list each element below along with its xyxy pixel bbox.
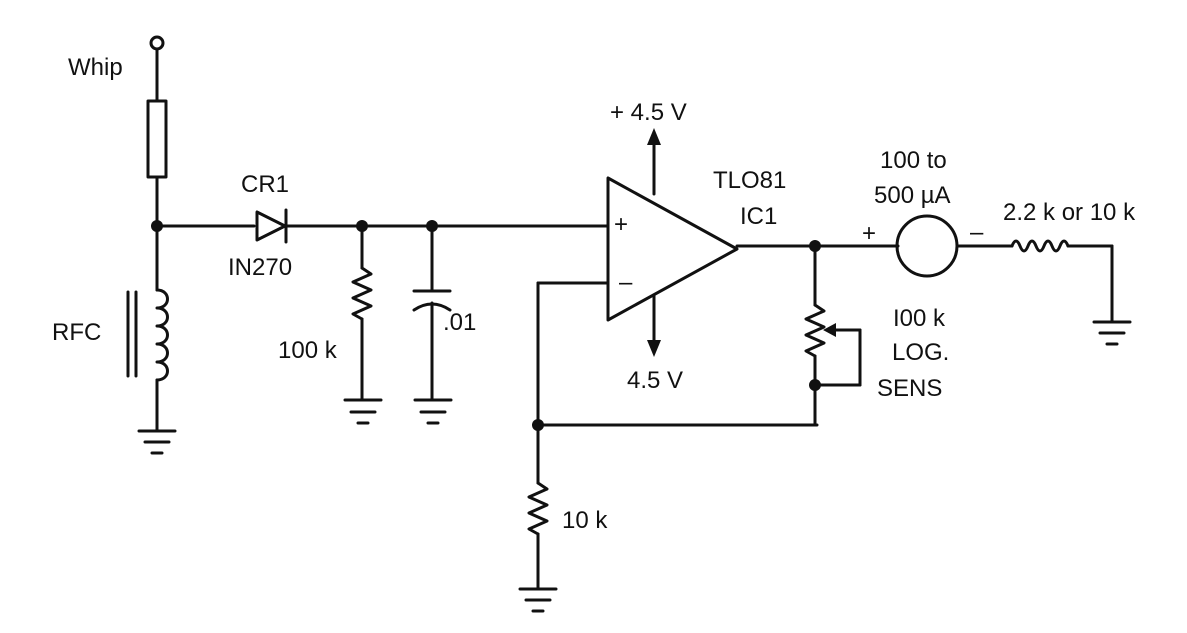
meter-microammeter (895, 214, 1014, 278)
label-meter-minus: – (970, 219, 984, 246)
label-meter-line1: 100 to (880, 147, 947, 174)
label-ic-ref: IC1 (740, 203, 777, 230)
antenna-resistor (146, 99, 168, 228)
label-vneg: 4.5 V (627, 367, 683, 394)
opamp-ic1 (606, 176, 739, 322)
diode-cr1 (255, 208, 364, 244)
label-opamp-minus: – (619, 269, 633, 296)
label-resistor-10k: 10 k (562, 507, 608, 534)
label-pot-value: I00 k (893, 305, 946, 332)
label-ic-part: TLO81 (713, 167, 786, 194)
ground-symbol (343, 398, 383, 425)
label-pot-function: SENS (877, 375, 942, 402)
resistor-10k (527, 423, 549, 590)
whip-antenna (149, 35, 165, 103)
label-cr1: CR1 (241, 171, 289, 198)
junction-pot-node (809, 379, 821, 391)
ground-symbol (137, 429, 177, 455)
label-meter-plus: + (862, 220, 876, 247)
rfc-inductor (126, 224, 169, 432)
resistor-output (1010, 239, 1114, 324)
supply-negative-arrow (647, 294, 661, 357)
label-opamp-plus: + (614, 211, 628, 238)
capacitor-01 (412, 224, 452, 402)
ground-symbol (518, 587, 558, 613)
ground-symbol (1092, 320, 1132, 346)
ground-symbol (413, 398, 453, 425)
label-vpos: + 4.5 V (610, 99, 687, 126)
label-pot-type: LOG. (892, 339, 949, 366)
resistor-100k (351, 224, 373, 402)
label-resistor-100k: 100 k (278, 337, 338, 364)
label-meter-line2: 500 µA (874, 182, 951, 209)
potentiometer-100k-log (804, 244, 862, 427)
label-whip: Whip (68, 54, 123, 81)
label-capacitor: .01 (443, 309, 476, 336)
label-resistor-output: 2.2 k or 10 k (1003, 199, 1136, 226)
label-rfc: RFC (52, 319, 101, 346)
supply-positive-arrow (647, 128, 661, 196)
label-diode: IN270 (228, 254, 292, 281)
feedback-wire (536, 281, 819, 427)
